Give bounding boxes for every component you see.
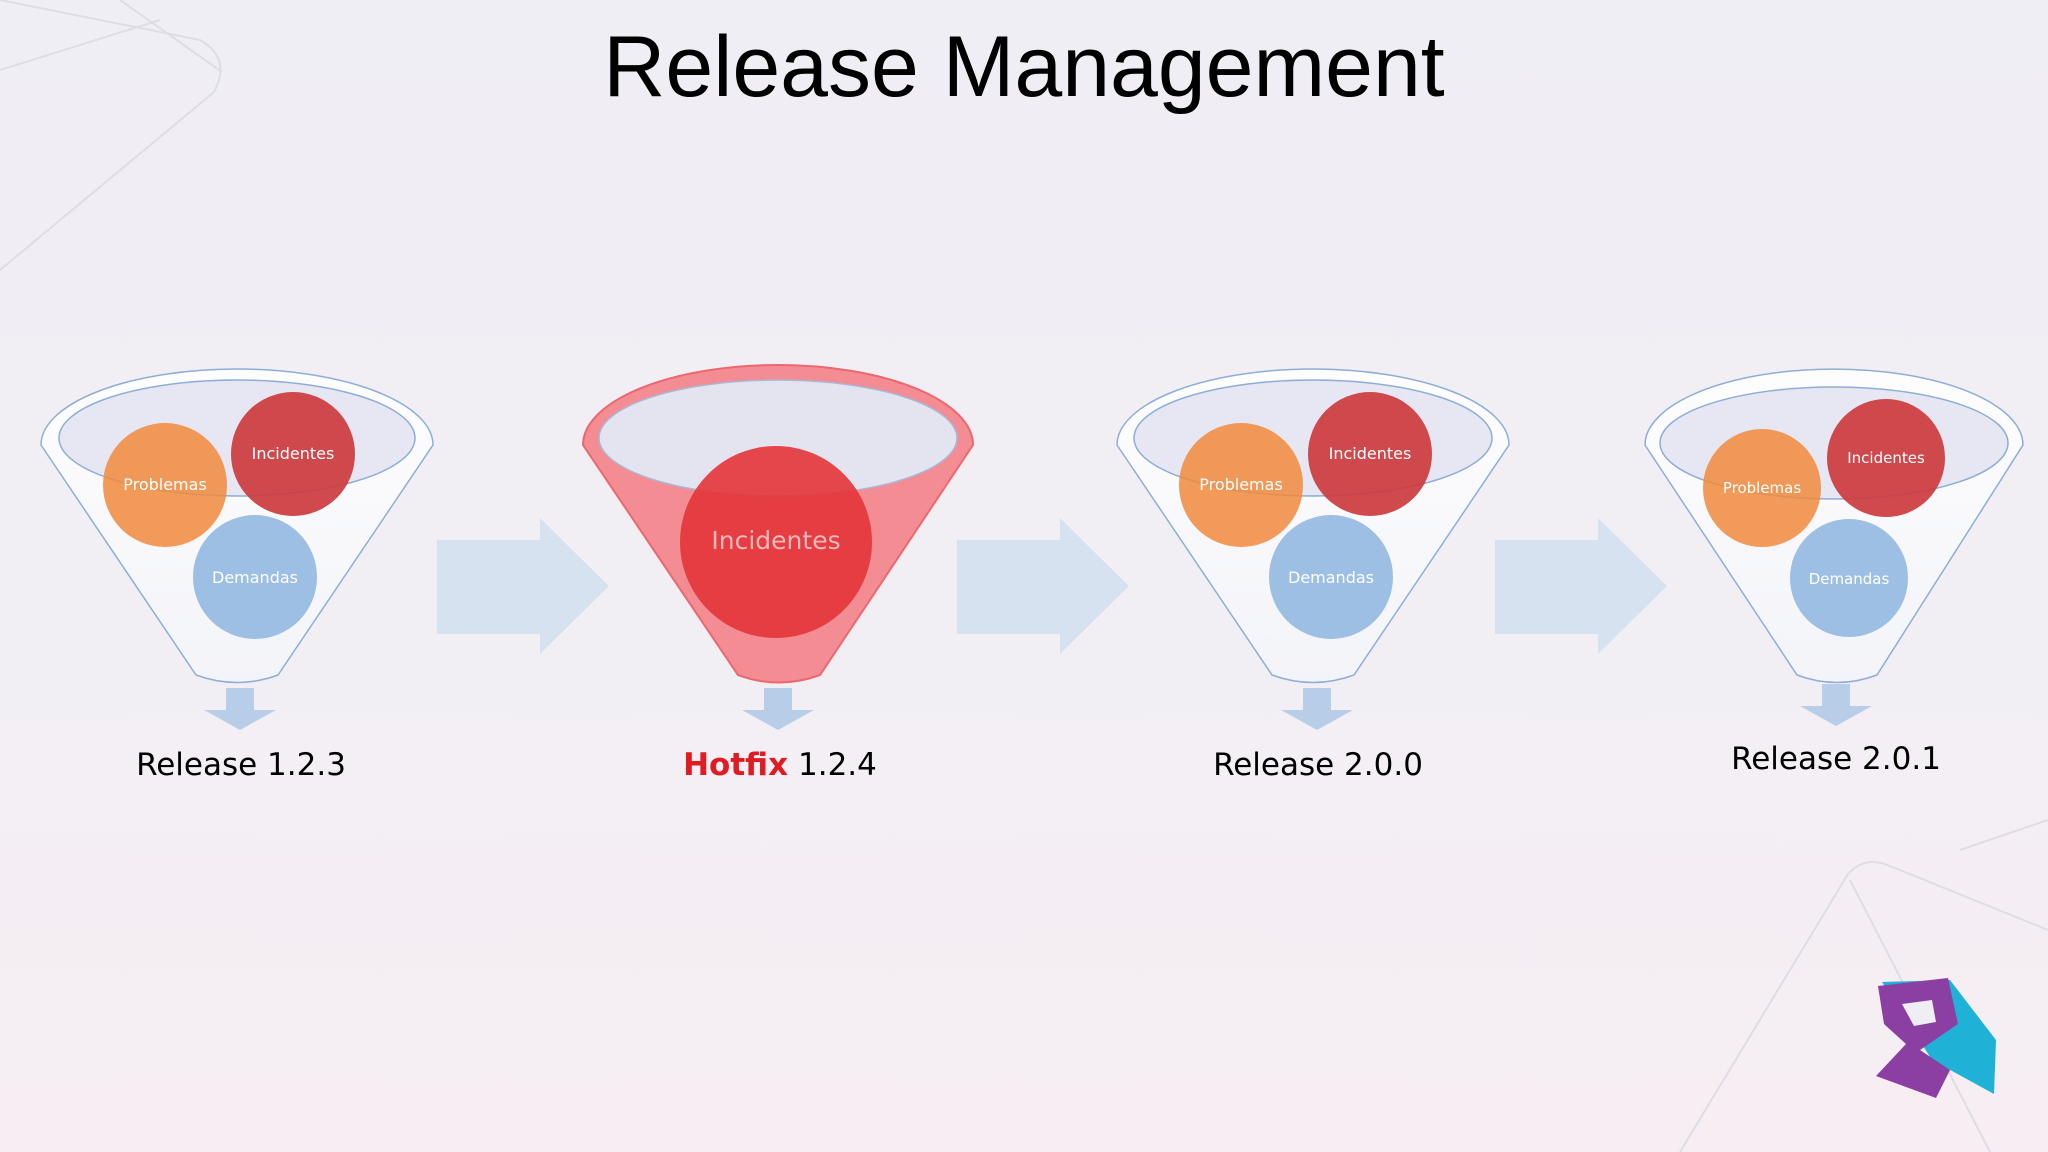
- output-arrow-icon: [1281, 688, 1353, 730]
- slide-title: Release Management: [603, 19, 1445, 115]
- funnel-hotfix-1-2-4: Incidentes Hotfix 1.2.4: [581, 364, 975, 783]
- incidentes-circle: [1827, 399, 1945, 517]
- output-arrow-icon: [204, 688, 276, 730]
- release-caption: Release 2.0.0: [1213, 747, 1423, 783]
- incidentes-label: Incidentes: [252, 444, 335, 463]
- demandas-label: Demandas: [212, 568, 298, 587]
- release-caption: Release 1.2.3: [136, 747, 346, 783]
- process-arrow-icon: [437, 518, 609, 654]
- demandas-circle: [193, 515, 317, 639]
- incidentes-circle: [231, 392, 355, 516]
- problemas-circle: [1179, 423, 1303, 547]
- incidentes-label: Incidentes: [711, 526, 840, 555]
- output-arrow-icon: [1800, 684, 1872, 726]
- hotfix-version: 1.2.4: [788, 747, 877, 783]
- incidentes-circle: [1308, 392, 1432, 516]
- company-logo-icon: [1876, 978, 1996, 1098]
- demandas-label: Demandas: [1288, 568, 1374, 587]
- demandas-circle: [1790, 519, 1908, 637]
- problemas-label: Problemas: [1199, 475, 1283, 494]
- demandas-label: Demandas: [1809, 570, 1890, 588]
- problemas-label: Problemas: [1723, 479, 1802, 497]
- incidentes-circle: [680, 446, 872, 638]
- incidentes-label: Incidentes: [1847, 449, 1925, 467]
- output-arrow-icon: [742, 688, 814, 730]
- funnel-release-1-2-3: Problemas Incidentes Demandas Release 1.…: [40, 368, 434, 783]
- problemas-label: Problemas: [123, 475, 207, 494]
- hotfix-caption: Hotfix 1.2.4: [683, 747, 877, 783]
- process-arrow-icon: [1495, 518, 1667, 654]
- hotfix-label: Hotfix: [683, 747, 788, 783]
- problemas-circle: [103, 423, 227, 547]
- release-caption: Release 2.0.1: [1731, 741, 1941, 777]
- process-arrow-icon: [957, 518, 1129, 654]
- incidentes-label: Incidentes: [1329, 444, 1412, 463]
- funnel-release-2-0-1: Problemas Incidentes Demandas Release 2.…: [1644, 368, 2024, 777]
- funnel-release-2-0-0: Problemas Incidentes Demandas Release 2.…: [1116, 368, 1510, 783]
- problemas-circle: [1703, 429, 1821, 547]
- demandas-circle: [1269, 515, 1393, 639]
